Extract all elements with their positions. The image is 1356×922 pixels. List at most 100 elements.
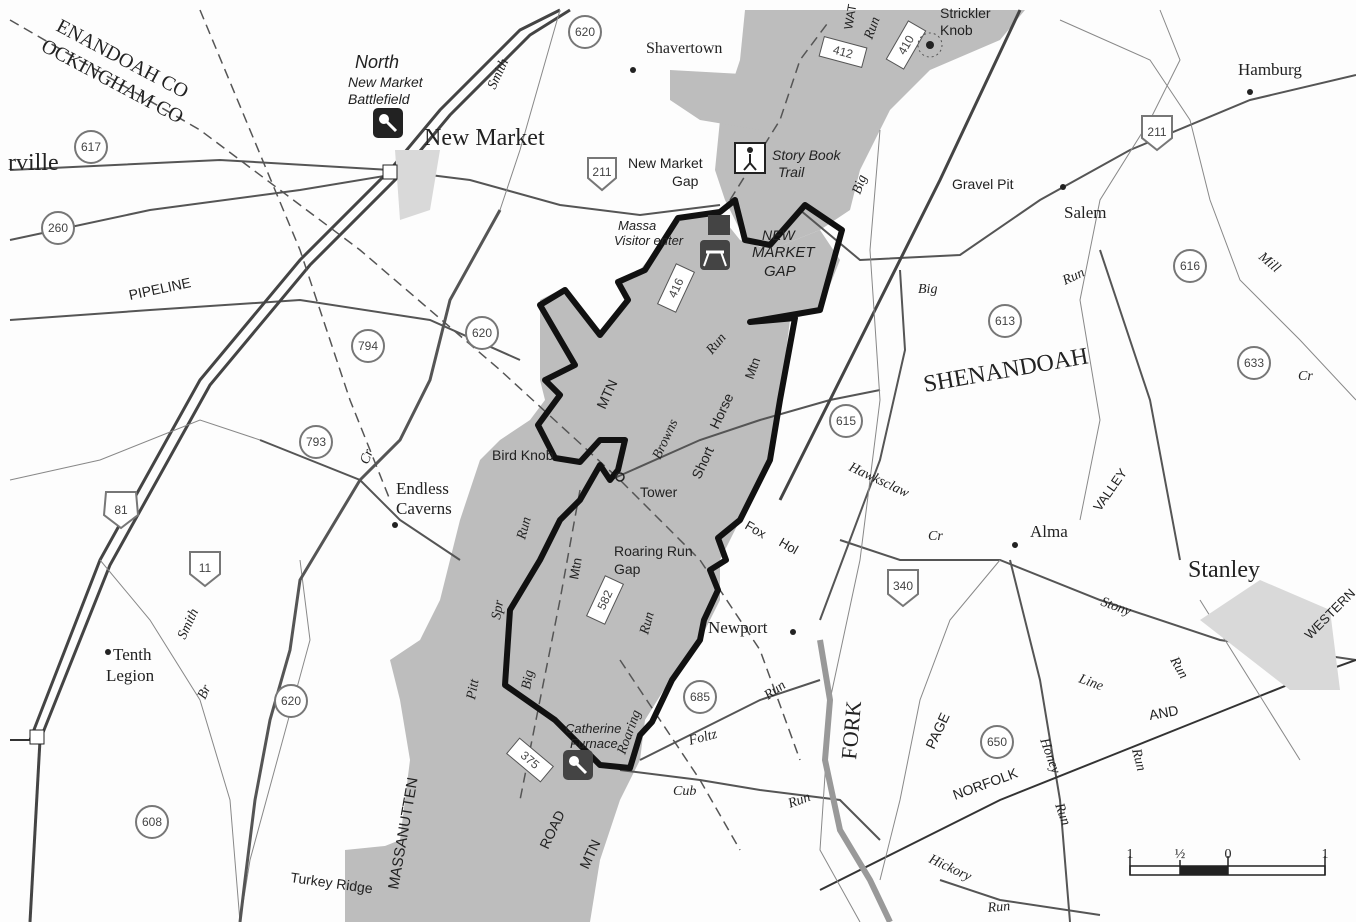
battlefield-line2: New Market xyxy=(348,74,424,90)
svg-text:412: 412 xyxy=(832,43,855,62)
place-nm-gap-2: Gap xyxy=(672,173,699,189)
place-ville: rville xyxy=(8,150,59,176)
place-tower: Tower xyxy=(640,484,678,500)
place-shavertown: Shavertown xyxy=(646,40,722,57)
scale-label-half: ½ xyxy=(1175,847,1186,862)
scale-label-left: 1 xyxy=(1127,847,1134,862)
svg-text:11: 11 xyxy=(199,561,212,575)
svg-text:81: 81 xyxy=(114,503,128,517)
forest-road-marker: 375 xyxy=(506,737,554,783)
stream-label: Run xyxy=(514,515,535,542)
svg-text:616: 616 xyxy=(1180,259,1200,273)
stream-label: Honey xyxy=(1036,735,1063,776)
route-shield: 620 xyxy=(465,316,499,350)
hiker-icon xyxy=(734,142,766,174)
stream-label: Br xyxy=(195,682,215,702)
stream-label: Big xyxy=(918,282,937,297)
page-label: PAGE xyxy=(922,710,953,751)
tenth-2: Legion xyxy=(106,666,155,685)
svg-text:617: 617 xyxy=(81,140,101,154)
nm-gap-market: MARKET xyxy=(752,244,816,261)
place-knob: Knob xyxy=(940,22,973,38)
place-nm-gap-1: New Market xyxy=(628,155,703,171)
stream-label: Cub xyxy=(673,784,696,799)
river xyxy=(238,209,502,922)
mtn-small1-label: Mtn xyxy=(566,557,585,581)
wilderness-boundary xyxy=(502,197,845,771)
route-shield: 340 xyxy=(887,569,919,608)
story-book-2: Trail xyxy=(778,164,805,180)
route-shield: 81 xyxy=(102,491,140,530)
wat-label: WAT xyxy=(841,2,859,30)
nm-gap-gap: GAP xyxy=(764,263,796,280)
story-book-1: Story Book xyxy=(772,147,841,163)
route-shield: 650 xyxy=(980,725,1014,759)
stream-label: Hickory xyxy=(925,852,974,885)
line-label: Line xyxy=(1076,671,1105,694)
town-dot xyxy=(1012,542,1018,548)
place-gravel-pit: Gravel Pit xyxy=(952,176,1014,192)
stream-label: Run xyxy=(761,678,789,704)
route-shield: 620 xyxy=(274,684,308,718)
svg-text:260: 260 xyxy=(48,221,68,235)
stream-label: Fox xyxy=(743,518,770,542)
place-massa: Massa xyxy=(618,218,656,233)
summit-icon xyxy=(917,32,943,58)
town-dot xyxy=(1060,184,1066,190)
forest-road-markers: 412 410 416 582 375 xyxy=(506,20,927,783)
scale-label-zero: 0 xyxy=(1225,847,1232,862)
and-label: AND xyxy=(1148,702,1180,723)
stream-label: Run xyxy=(1051,800,1073,827)
stream-label: Run xyxy=(986,899,1011,916)
tower-icon xyxy=(615,472,625,482)
interchange-icon xyxy=(382,164,398,180)
route-shield: 211 xyxy=(1141,115,1173,152)
stream-label: Cr xyxy=(1298,369,1313,384)
place-newport: Newport xyxy=(708,618,768,637)
town-dot xyxy=(630,67,636,73)
svg-text:685: 685 xyxy=(690,690,710,704)
stream-label: Spr xyxy=(489,598,507,620)
route-shields: 620 617 260 211 794 620 793 81 11 620 60… xyxy=(41,15,1271,839)
fork-label: FORK xyxy=(836,700,866,761)
svg-text:650: 650 xyxy=(987,735,1007,749)
mtn-small2-label: Mtn xyxy=(742,356,764,381)
route-shield: 211 xyxy=(587,157,617,192)
stream-label: Foltz xyxy=(686,727,719,749)
route-shield: 608 xyxy=(135,805,169,839)
pipeline-label: PIPELINE xyxy=(127,274,192,303)
svg-text:211: 211 xyxy=(592,165,611,179)
forest-road-marker: 582 xyxy=(585,575,625,625)
svg-text:615: 615 xyxy=(836,414,856,428)
route-shield: 685 xyxy=(683,680,717,714)
svg-text:211: 211 xyxy=(1147,125,1166,139)
place-bird-knob: Bird Knob xyxy=(492,447,554,463)
route-shield: 615 xyxy=(829,404,863,438)
route-shield: 613 xyxy=(988,304,1022,338)
place-new-market: New Market xyxy=(424,125,545,151)
place-salem: Salem xyxy=(1064,203,1107,222)
place-strickler: Strickler xyxy=(940,5,991,21)
shenandoah-label: SHENANDOAH xyxy=(922,343,1091,398)
town-patches xyxy=(395,150,1340,690)
nm-gap-new: NEW xyxy=(762,227,796,243)
national-forest-area xyxy=(345,10,1025,922)
route-shield: 617 xyxy=(74,130,108,164)
stream-label: Pitt xyxy=(464,677,483,702)
place-visitor-center: Visitor enter xyxy=(614,233,684,248)
tenth-1: Tenth xyxy=(113,645,152,664)
svg-text:620: 620 xyxy=(281,694,301,708)
scale-label-right: 1 xyxy=(1322,847,1329,862)
svg-text:620: 620 xyxy=(575,25,595,39)
place-alma: Alma xyxy=(1030,522,1068,541)
scale-bar: 1 ½ 0 1 xyxy=(1127,847,1329,876)
forest-road-marker: 412 xyxy=(818,36,868,68)
stream-label: Run xyxy=(1128,746,1149,773)
svg-text:633: 633 xyxy=(1244,356,1264,370)
svg-text:613: 613 xyxy=(995,314,1015,328)
visitor-center-icon xyxy=(708,215,730,235)
catherine-2: Furnace xyxy=(570,736,618,751)
svg-text:340: 340 xyxy=(893,579,913,593)
